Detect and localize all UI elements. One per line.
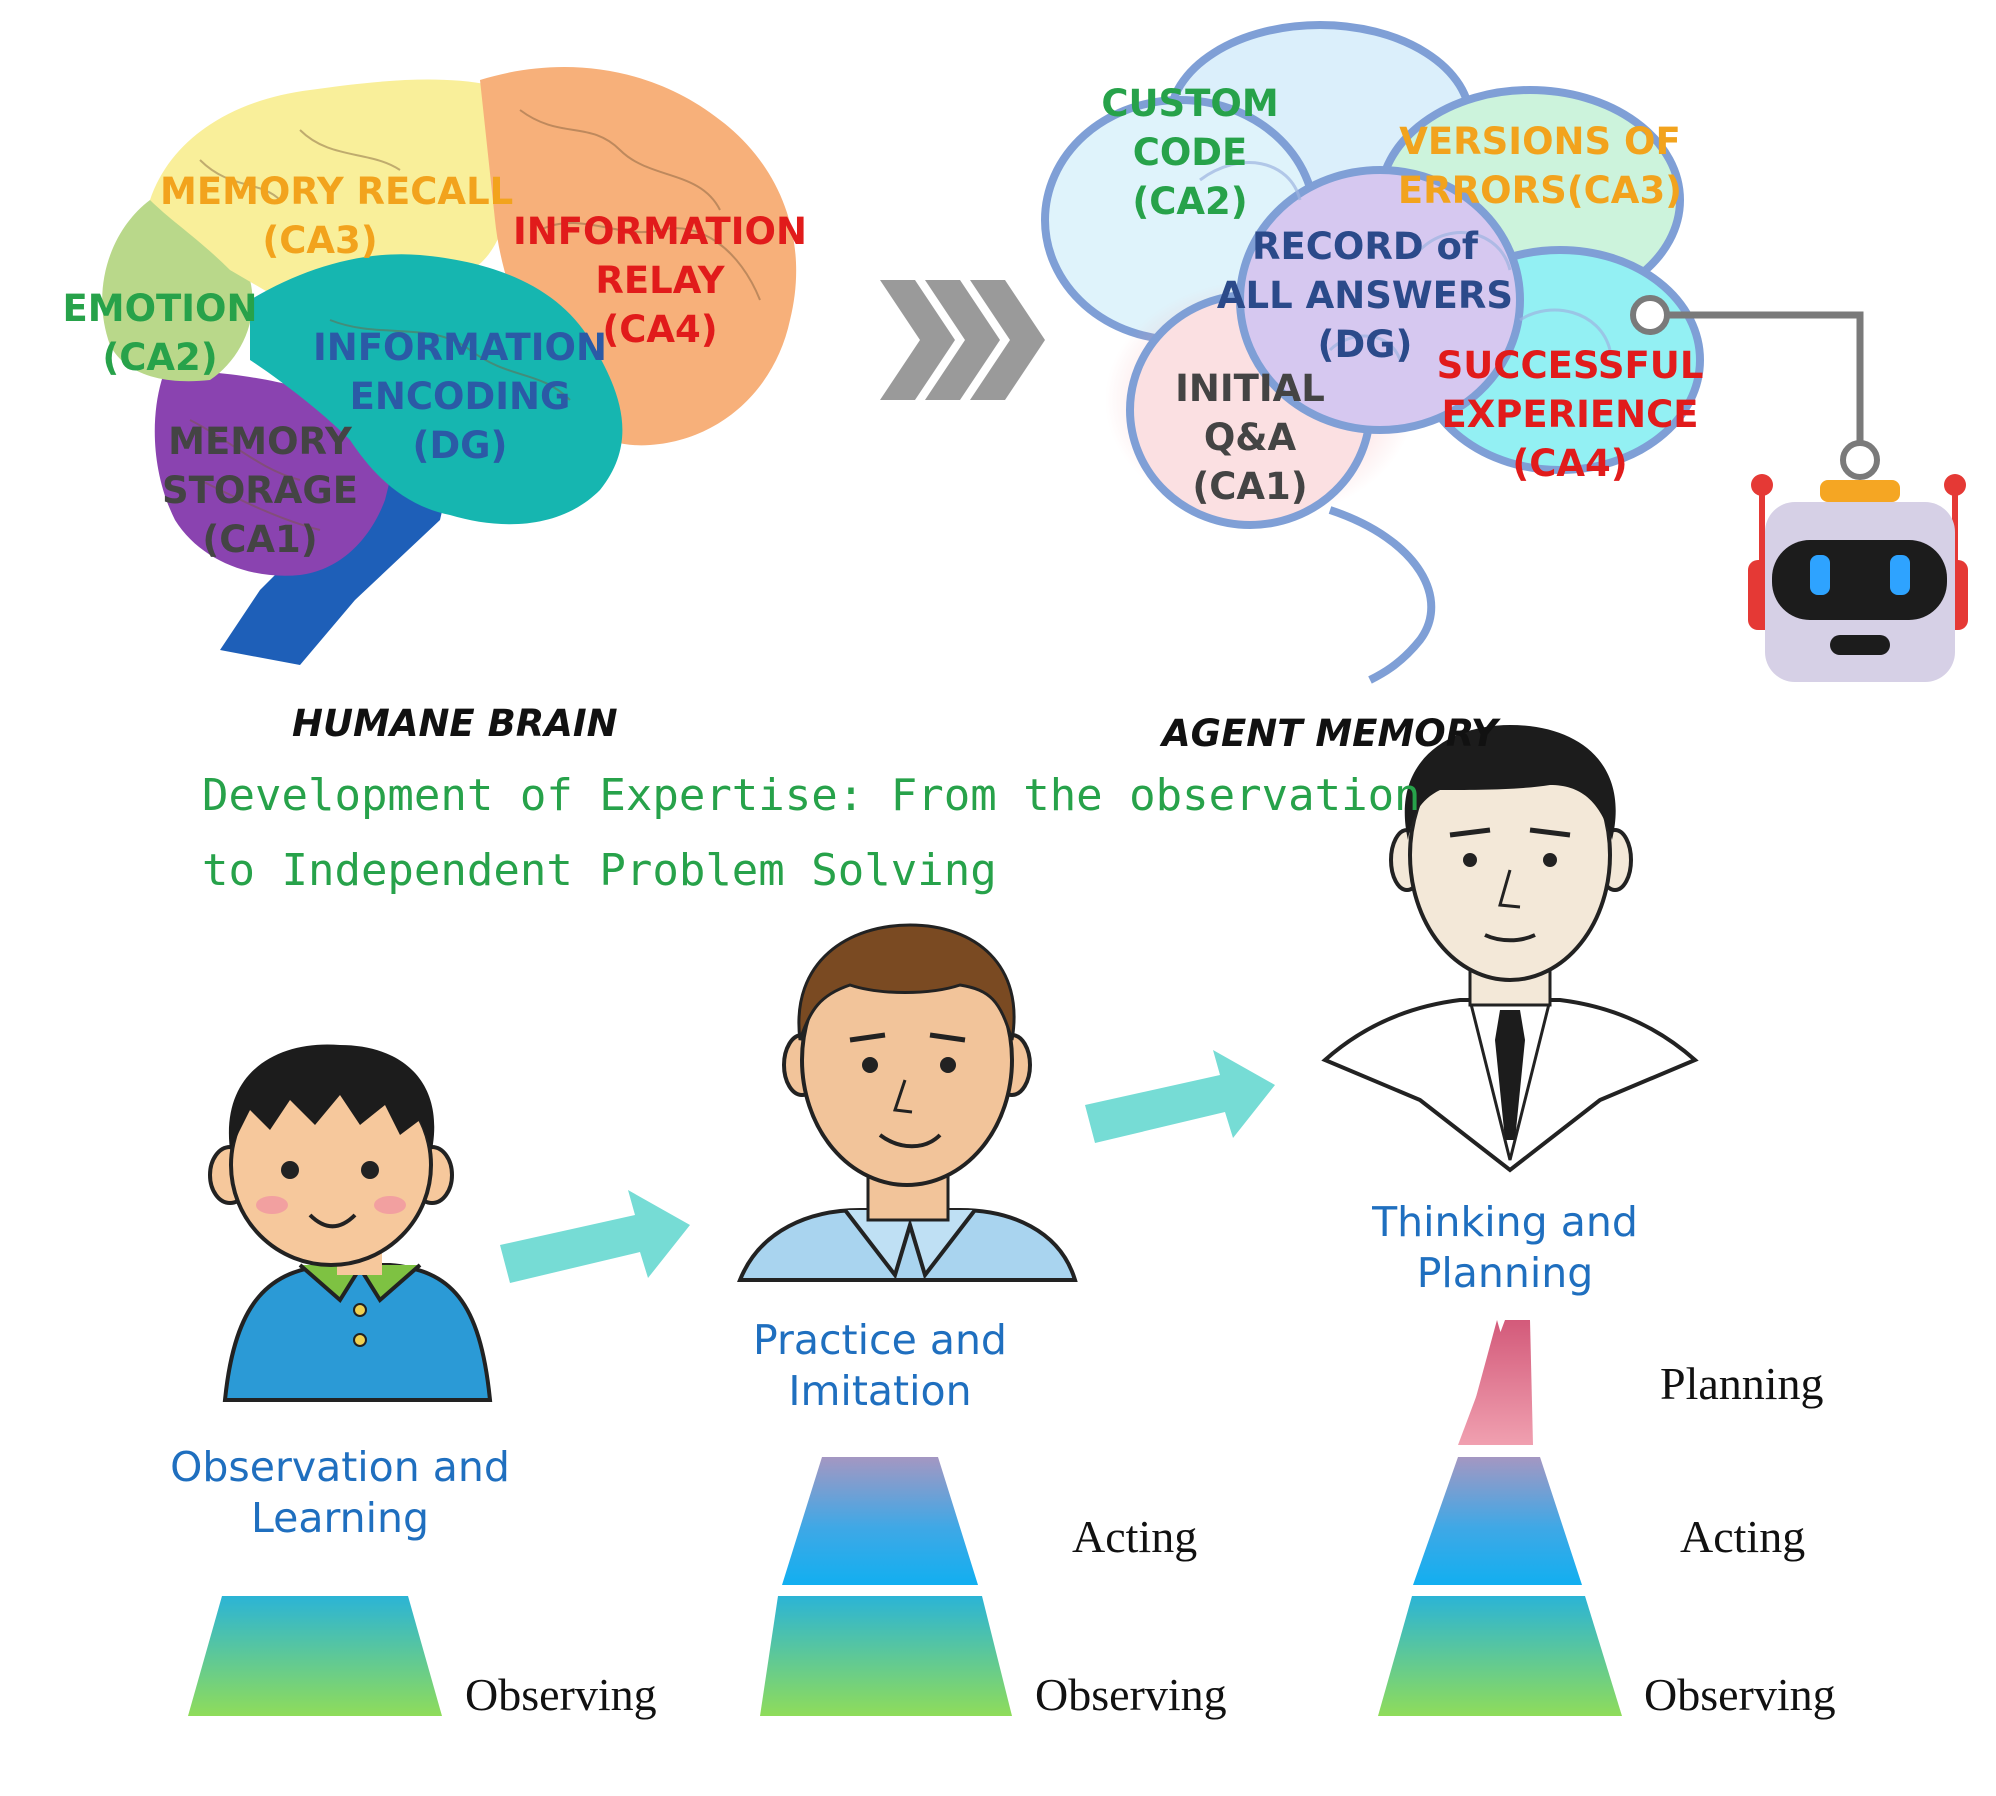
stage-label-line: Observation and (170, 1443, 510, 1491)
pyramid-stage3 (1378, 1320, 1622, 1716)
agent-label-versions-of-errors: VERSIONS OF ERRORS(CA3) (1395, 118, 1685, 216)
stage-label-observation: Observation and Learning (160, 1442, 520, 1545)
agent-label-line: CUSTOM (1101, 82, 1279, 125)
brain-label-line: ENCODING (349, 374, 571, 418)
agent-label-custom-code: CUSTOM CODE (CA2) (1080, 80, 1300, 226)
brain-label-information-relay: INFORMATION RELAY (CA4) (510, 208, 810, 354)
chevron-arrows-icon (880, 280, 1045, 400)
brain-illustration (102, 67, 797, 665)
brain-label-line: (CA3) (262, 218, 378, 262)
agent-label-line: (DG) (1317, 322, 1413, 366)
pyramid-stage2 (760, 1457, 1012, 1716)
agent-label-line: (CA4) (1512, 441, 1628, 485)
brain-label-line: (CA2) (102, 335, 218, 379)
level-label-acting: Acting (1072, 1511, 1198, 1562)
agent-label-line: ERRORS(CA3) (1397, 168, 1683, 212)
brain-label-information-encoding: INFORMATION ENCODING (DG) (310, 324, 610, 470)
stage-label-line: Thinking and (1372, 1198, 1638, 1246)
agent-label-successful-experience: SUCCESSFUL EXPERIENCE (CA4) (1430, 342, 1710, 488)
brain-label-line: STORAGE (161, 468, 359, 512)
robot-icon (1630, 295, 1968, 682)
pyramid-stage1 (188, 1596, 442, 1716)
doctor-figure-illustration (1321, 725, 1699, 1173)
brain-label-line: INFORMATION (313, 326, 607, 369)
brain-label-line: EMOTION (62, 287, 258, 330)
agent-label-line: VERSIONS OF (1399, 120, 1681, 163)
brain-label-line: INFORMATION (513, 210, 807, 253)
progression-arrow-icon (1085, 1050, 1275, 1143)
level-label-observing: Observing (1035, 1669, 1227, 1720)
agent-label-record-of-all-answers: RECORD of ALL ANSWERS (DG) (1215, 223, 1515, 369)
brain-label-emotion: EMOTION (CA2) (60, 285, 260, 383)
brain-label-line: MEMORY (168, 420, 352, 463)
agent-label-line: EXPERIENCE (1441, 392, 1699, 436)
agent-label-line: (CA1) (1192, 464, 1308, 508)
brain-label-memory-recall: MEMORY RECALL (CA3) (160, 168, 514, 266)
agent-cloud-illustration (1041, 21, 1704, 684)
agent-label-line: RECORD of (1252, 225, 1478, 268)
stage-label-line: Learning (251, 1494, 429, 1543)
brain-region-memory-recall (150, 79, 510, 305)
agent-label-line: CODE (1132, 130, 1248, 174)
stage-label-line: Imitation (788, 1367, 972, 1416)
brain-label-line: (CA1) (202, 517, 318, 561)
stage-label-thinking: Thinking and Planning (1355, 1197, 1655, 1300)
brain-label-line: (DG) (412, 423, 508, 467)
stage-label-practice: Practice and Imitation (720, 1315, 1040, 1418)
expertise-title-line-2: to Independent Problem Solving (202, 845, 997, 896)
stage-label-line: Planning (1416, 1249, 1594, 1298)
progression-arrow-icon (500, 1190, 690, 1283)
agent-label-initial-qa: INITIAL Q&A (CA1) (1155, 365, 1345, 511)
child-figure-illustration (208, 1044, 493, 1402)
expertise-title-line-1: Development of Expertise: From the obser… (202, 770, 1421, 821)
level-label-planning: Planning (1660, 1358, 1824, 1409)
stage-label-line: Practice and (753, 1316, 1007, 1364)
brain-label-memory-storage: MEMORY STORAGE (CA1) (150, 418, 370, 564)
brain-label-line: MEMORY RECALL (160, 170, 514, 213)
agent-caption: AGENT MEMORY (1162, 712, 1498, 755)
level-label-acting: Acting (1680, 1511, 1806, 1562)
agent-label-line: INITIAL (1175, 367, 1325, 410)
agent-label-line: ALL ANSWERS (1216, 273, 1514, 317)
brain-region-information-encoding (250, 254, 623, 525)
level-label-observing: Observing (465, 1669, 657, 1720)
agent-label-line: (CA2) (1132, 179, 1248, 223)
young-man-figure-illustration (737, 923, 1078, 1282)
brain-caption: HUMANE BRAIN (292, 702, 618, 745)
brain-label-line: (CA4) (602, 307, 718, 351)
agent-label-line: Q&A (1203, 415, 1297, 459)
brain-label-line: RELAY (595, 258, 725, 302)
level-label-observing: Observing (1644, 1669, 1836, 1720)
agent-label-line: SUCCESSFUL (1436, 344, 1704, 387)
